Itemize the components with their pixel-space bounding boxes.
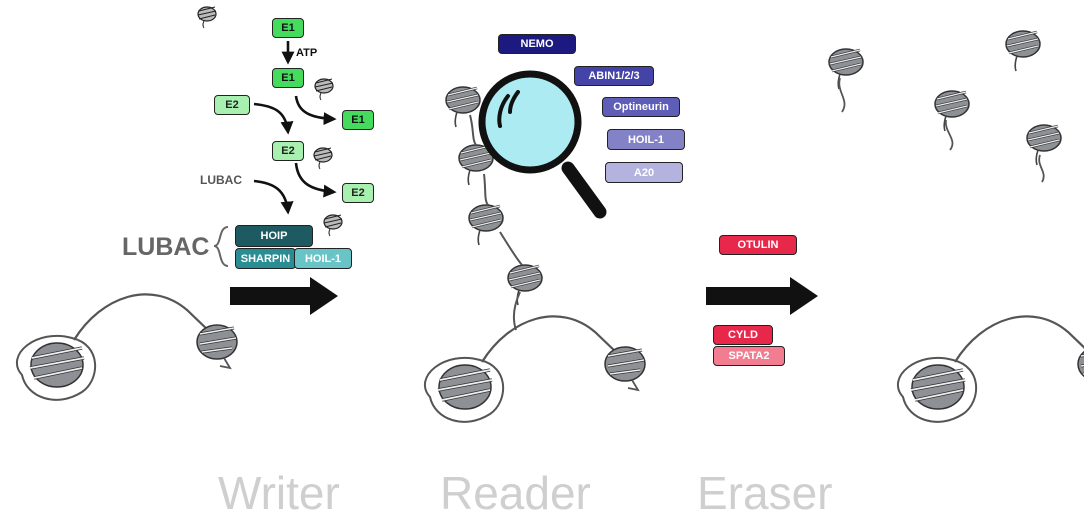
lubac-big-label: LUBAC [122,233,210,261]
writer-cascade [197,6,343,315]
substrate-protein-eraser [896,314,1084,424]
ubiquitin-icon [323,214,343,237]
ubiquitin-icon [313,147,333,170]
writer-arrow [230,277,338,315]
optineurin-box: Optineurin [602,97,680,117]
lubac-brace [213,226,229,267]
ubiquitin-icon [506,263,544,307]
ubiquitin-icon [314,78,334,101]
e1-box: E1 [272,18,304,38]
ubiquitin-icon [197,6,217,29]
substrate-protein-writer [15,292,239,402]
ubiquitin-icon [444,85,482,129]
e1-release-arrow [294,95,337,126]
free-ubiquitins [827,29,1063,183]
atp-label: ATP [296,47,318,59]
magnifier-icon [478,70,607,219]
substrate-protein-reader [423,314,647,424]
ubiquitin-icon [1004,29,1042,73]
ubiquitin-icon [827,47,865,91]
stage-label-reader: Reader [440,467,591,519]
abin-box: ABIN1/2/3 [574,66,654,86]
e2-box: E2 [272,141,304,161]
e1-box: E1 [272,68,304,88]
e1-to-e2-arrow [253,102,294,135]
ubiquitin-icon [933,89,971,133]
e2-to-lubac-arrow [253,179,294,215]
reader-chain [444,85,544,331]
e2-box: E2 [342,183,374,203]
lubac-small-label: LUBAC [200,173,242,187]
eraser-arrow [706,277,818,315]
hoip-box: HOIP [235,225,313,247]
stage-label-eraser: Eraser [697,467,833,519]
hoil-writer-box: HOIL-1 [294,248,352,269]
cyld-box: CYLD [713,325,773,345]
ubiquitin-icon [1025,123,1063,167]
e2-box: E2 [214,95,250,115]
hoil-reader-box: HOIL-1 [607,129,685,150]
spata2-box: SPATA2 [713,346,785,366]
e2-release-arrow [294,162,337,198]
otulin-box: OTULIN [719,235,797,255]
ubiquitin-icon [467,203,505,247]
e1-box: E1 [342,110,374,130]
stage-label-writer: Writer [218,467,340,519]
nemo-box: NEMO [498,34,576,54]
sharpin-box: SHARPIN [235,248,296,269]
a20-box: A20 [605,162,683,183]
